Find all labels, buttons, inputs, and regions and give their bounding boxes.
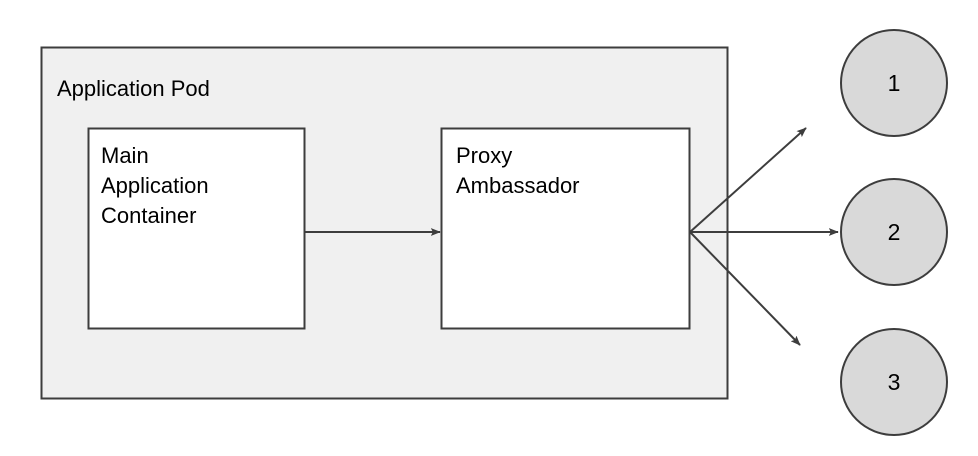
main-application-container-box [87, 127, 306, 330]
endpoint-3-label: 3 [887, 369, 901, 395]
endpoint-3-circle [840, 328, 948, 436]
connector-proxy-to-endpoint-1-arrow [689, 127, 807, 233]
proxy-ambassador-box [440, 127, 691, 330]
endpoint-2-circle [840, 178, 948, 286]
endpoint-1-circle [840, 29, 948, 137]
endpoint-2-label: 2 [887, 219, 901, 245]
endpoint-1-label: 1 [887, 70, 901, 96]
connector-proxy-to-endpoint-3-arrow [689, 231, 801, 346]
